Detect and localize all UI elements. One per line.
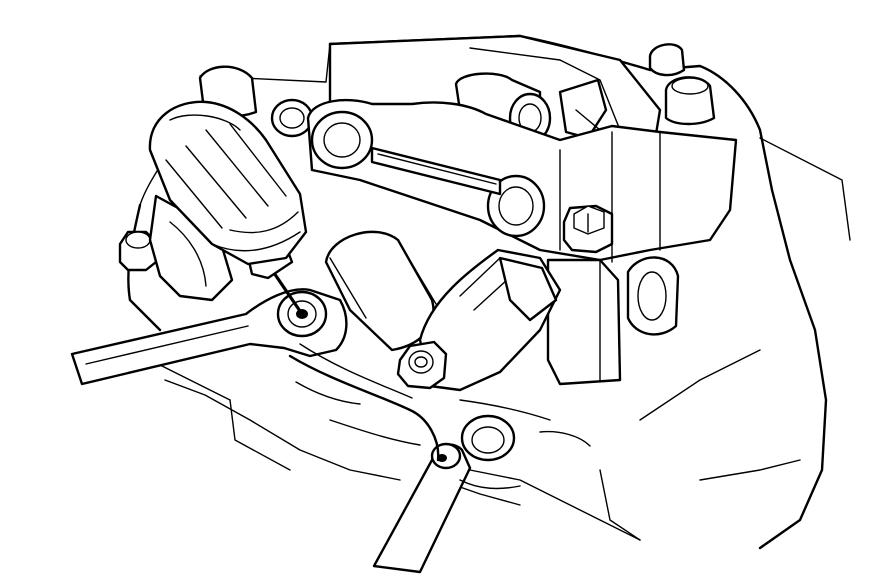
lock-nut xyxy=(396,340,448,390)
valve-hole xyxy=(460,414,516,462)
head-boss-right xyxy=(648,43,716,126)
camshaft-journal xyxy=(324,230,437,352)
screwdriver xyxy=(148,100,308,316)
head-boss-left xyxy=(198,65,314,138)
rocker-arm xyxy=(418,248,562,392)
head-details xyxy=(295,381,591,490)
tappet-wrench xyxy=(288,343,472,574)
flange-bolt xyxy=(562,204,614,254)
wrench xyxy=(70,288,348,386)
rocker-arm-shaft-holder xyxy=(306,98,738,386)
